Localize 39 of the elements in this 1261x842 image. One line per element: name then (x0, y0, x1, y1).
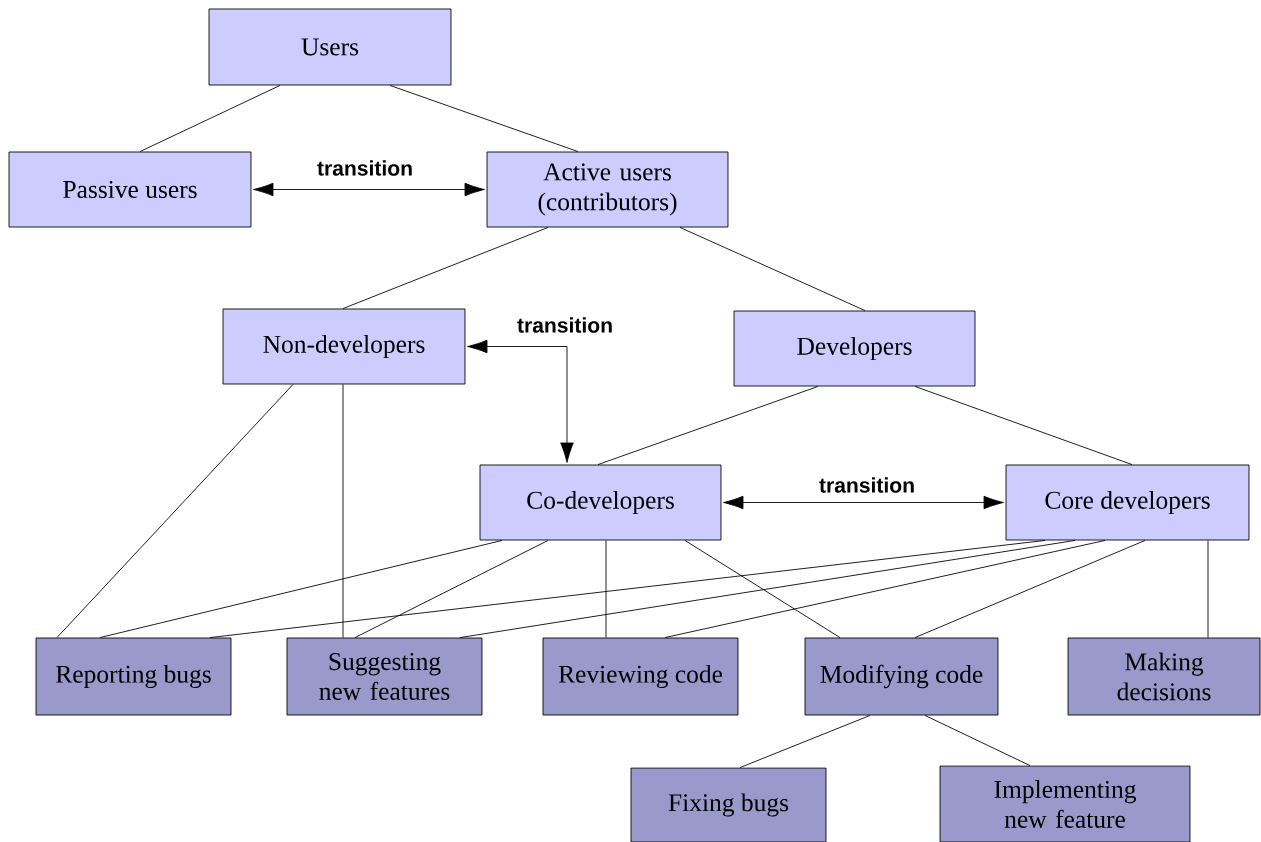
connector (684, 540, 841, 639)
connector (253, 182, 485, 197)
connector (209, 540, 1046, 639)
activity-box: Reporting bugs (35, 637, 232, 716)
edge-label: transition (315, 158, 415, 178)
role-box: Developers (733, 310, 976, 387)
connector (597, 386, 819, 465)
activity-box: Fixing bugs (630, 767, 827, 842)
edge-label: transition (515, 315, 615, 335)
connector (342, 384, 344, 639)
connector (459, 540, 1076, 639)
role-box: Passive users (8, 151, 252, 228)
activity-box: Making decisions (1067, 637, 1261, 716)
connector (139, 85, 281, 152)
connector (664, 540, 1106, 639)
connector (739, 715, 871, 769)
connector (723, 495, 1004, 510)
connector (679, 227, 866, 311)
activity-box: Implementing new feature (939, 765, 1191, 842)
connector (354, 540, 549, 639)
connector (924, 715, 1031, 767)
connector (99, 540, 503, 639)
role-box: Active users (contributors) (486, 151, 729, 228)
connector (914, 386, 1133, 465)
connector (1207, 540, 1209, 639)
role-box: Users (208, 8, 452, 86)
role-box: Non-developers (222, 308, 466, 385)
edge-label: transition (817, 475, 917, 495)
connector (342, 227, 549, 309)
connector (56, 384, 294, 639)
connector (389, 85, 579, 152)
activity-box: Reviewing code (542, 637, 739, 716)
activity-box: Modifying code (804, 637, 999, 716)
connector (467, 339, 574, 463)
connector (914, 540, 1146, 639)
role-box: Core developers (1005, 464, 1250, 541)
activity-box: Suggesting new features (286, 637, 483, 716)
role-box: Co-developers (479, 464, 722, 541)
connector (605, 540, 607, 639)
